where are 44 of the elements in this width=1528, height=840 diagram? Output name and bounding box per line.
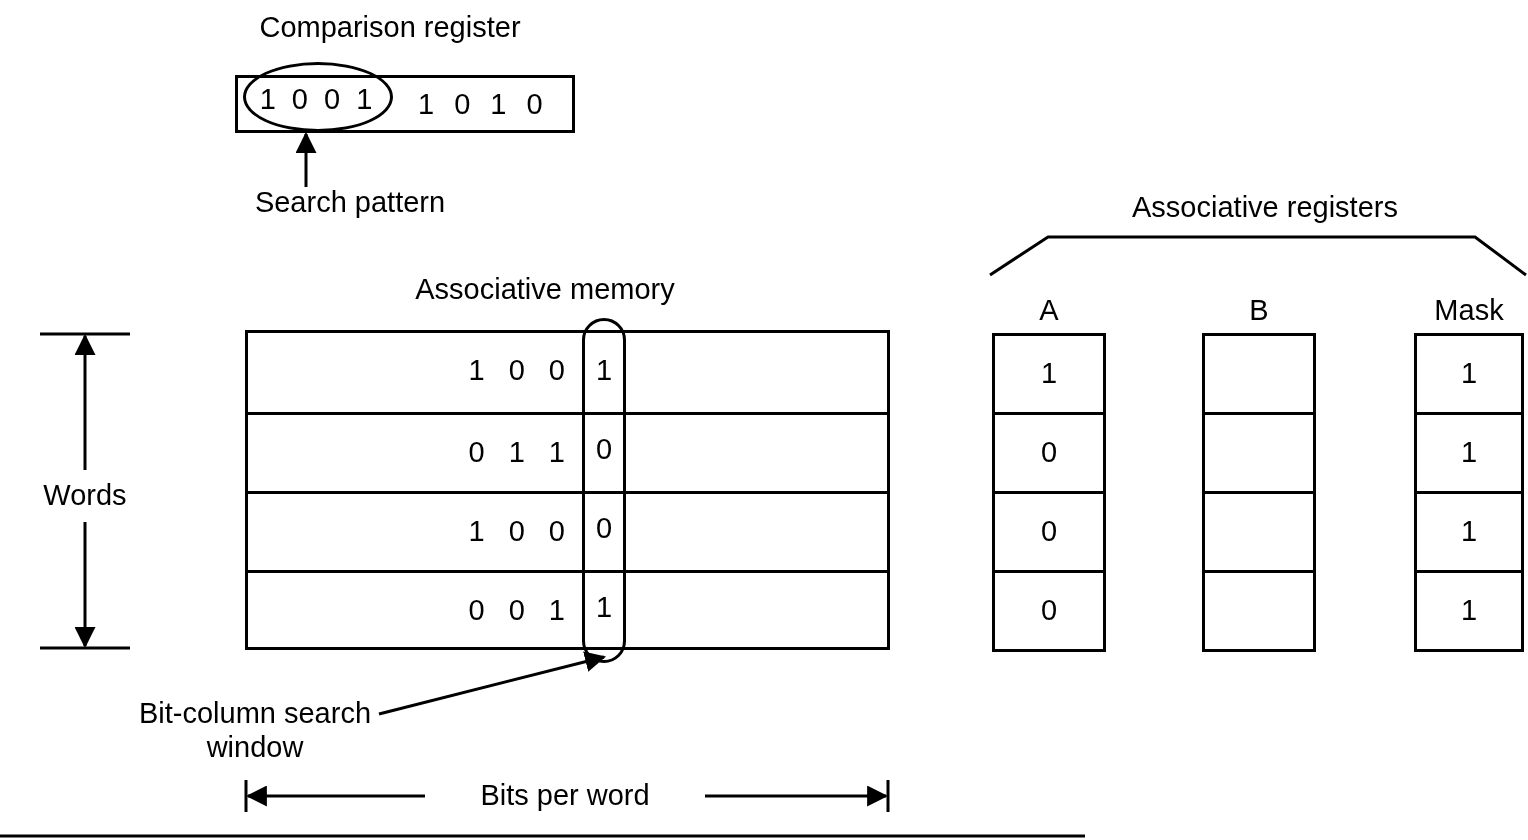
leader-line: [378, 651, 607, 716]
bit-values: 1 0 0: [467, 353, 573, 387]
bit-values: 0 1 1: [467, 435, 573, 469]
register-title: A: [1038, 293, 1060, 327]
window-bit: 0: [594, 432, 614, 466]
register-cell: [1202, 333, 1316, 415]
register-cell: [992, 570, 1106, 652]
register-title: B: [1248, 293, 1270, 327]
memory-title: Associative memory: [414, 272, 676, 306]
register-cell: [1202, 412, 1316, 494]
register-cell: [1414, 491, 1524, 573]
window-bit: 0: [594, 511, 614, 545]
bit-values: 0 0 1: [467, 593, 573, 627]
register-title: Comparison register: [258, 10, 522, 44]
caption-text: Search pattern: [195, 185, 505, 221]
register-cell: [992, 412, 1106, 494]
bit-value: 1: [1459, 435, 1479, 469]
window-bit: 1: [594, 353, 614, 387]
dimension-label: Words: [42, 478, 128, 512]
bit-value: 1: [1459, 593, 1479, 627]
register-cell: [1414, 333, 1524, 415]
bit-column-window: [582, 318, 626, 663]
arrow: [295, 131, 317, 187]
register-title: Mask: [1433, 293, 1505, 327]
bit-value: 0: [1039, 435, 1059, 469]
bit-values: 1 0 0 1: [258, 82, 378, 116]
bit-value: 1: [1459, 514, 1479, 548]
register-cell: [992, 491, 1106, 573]
bit-value: 0: [1039, 514, 1059, 548]
search-pattern-oval: [243, 62, 393, 132]
bit-values: 1 0 0: [467, 514, 573, 548]
bit-value: 1: [1039, 356, 1059, 390]
bit-value: 1: [1459, 356, 1479, 390]
register-cell: [1414, 412, 1524, 494]
dimension-label: Bits per word: [479, 778, 651, 812]
register-cell: [1202, 491, 1316, 573]
bit-values: 1 0 1 0: [418, 87, 549, 121]
window-bit: 1: [594, 590, 614, 624]
bit-value: 0: [1039, 593, 1059, 627]
register-cell: [1202, 570, 1316, 652]
annotation-text: Bit-column search window: [135, 696, 375, 768]
register-cell: [1414, 570, 1524, 652]
bracket-label: Associative registers: [1131, 190, 1399, 224]
register-cell: [992, 333, 1106, 415]
